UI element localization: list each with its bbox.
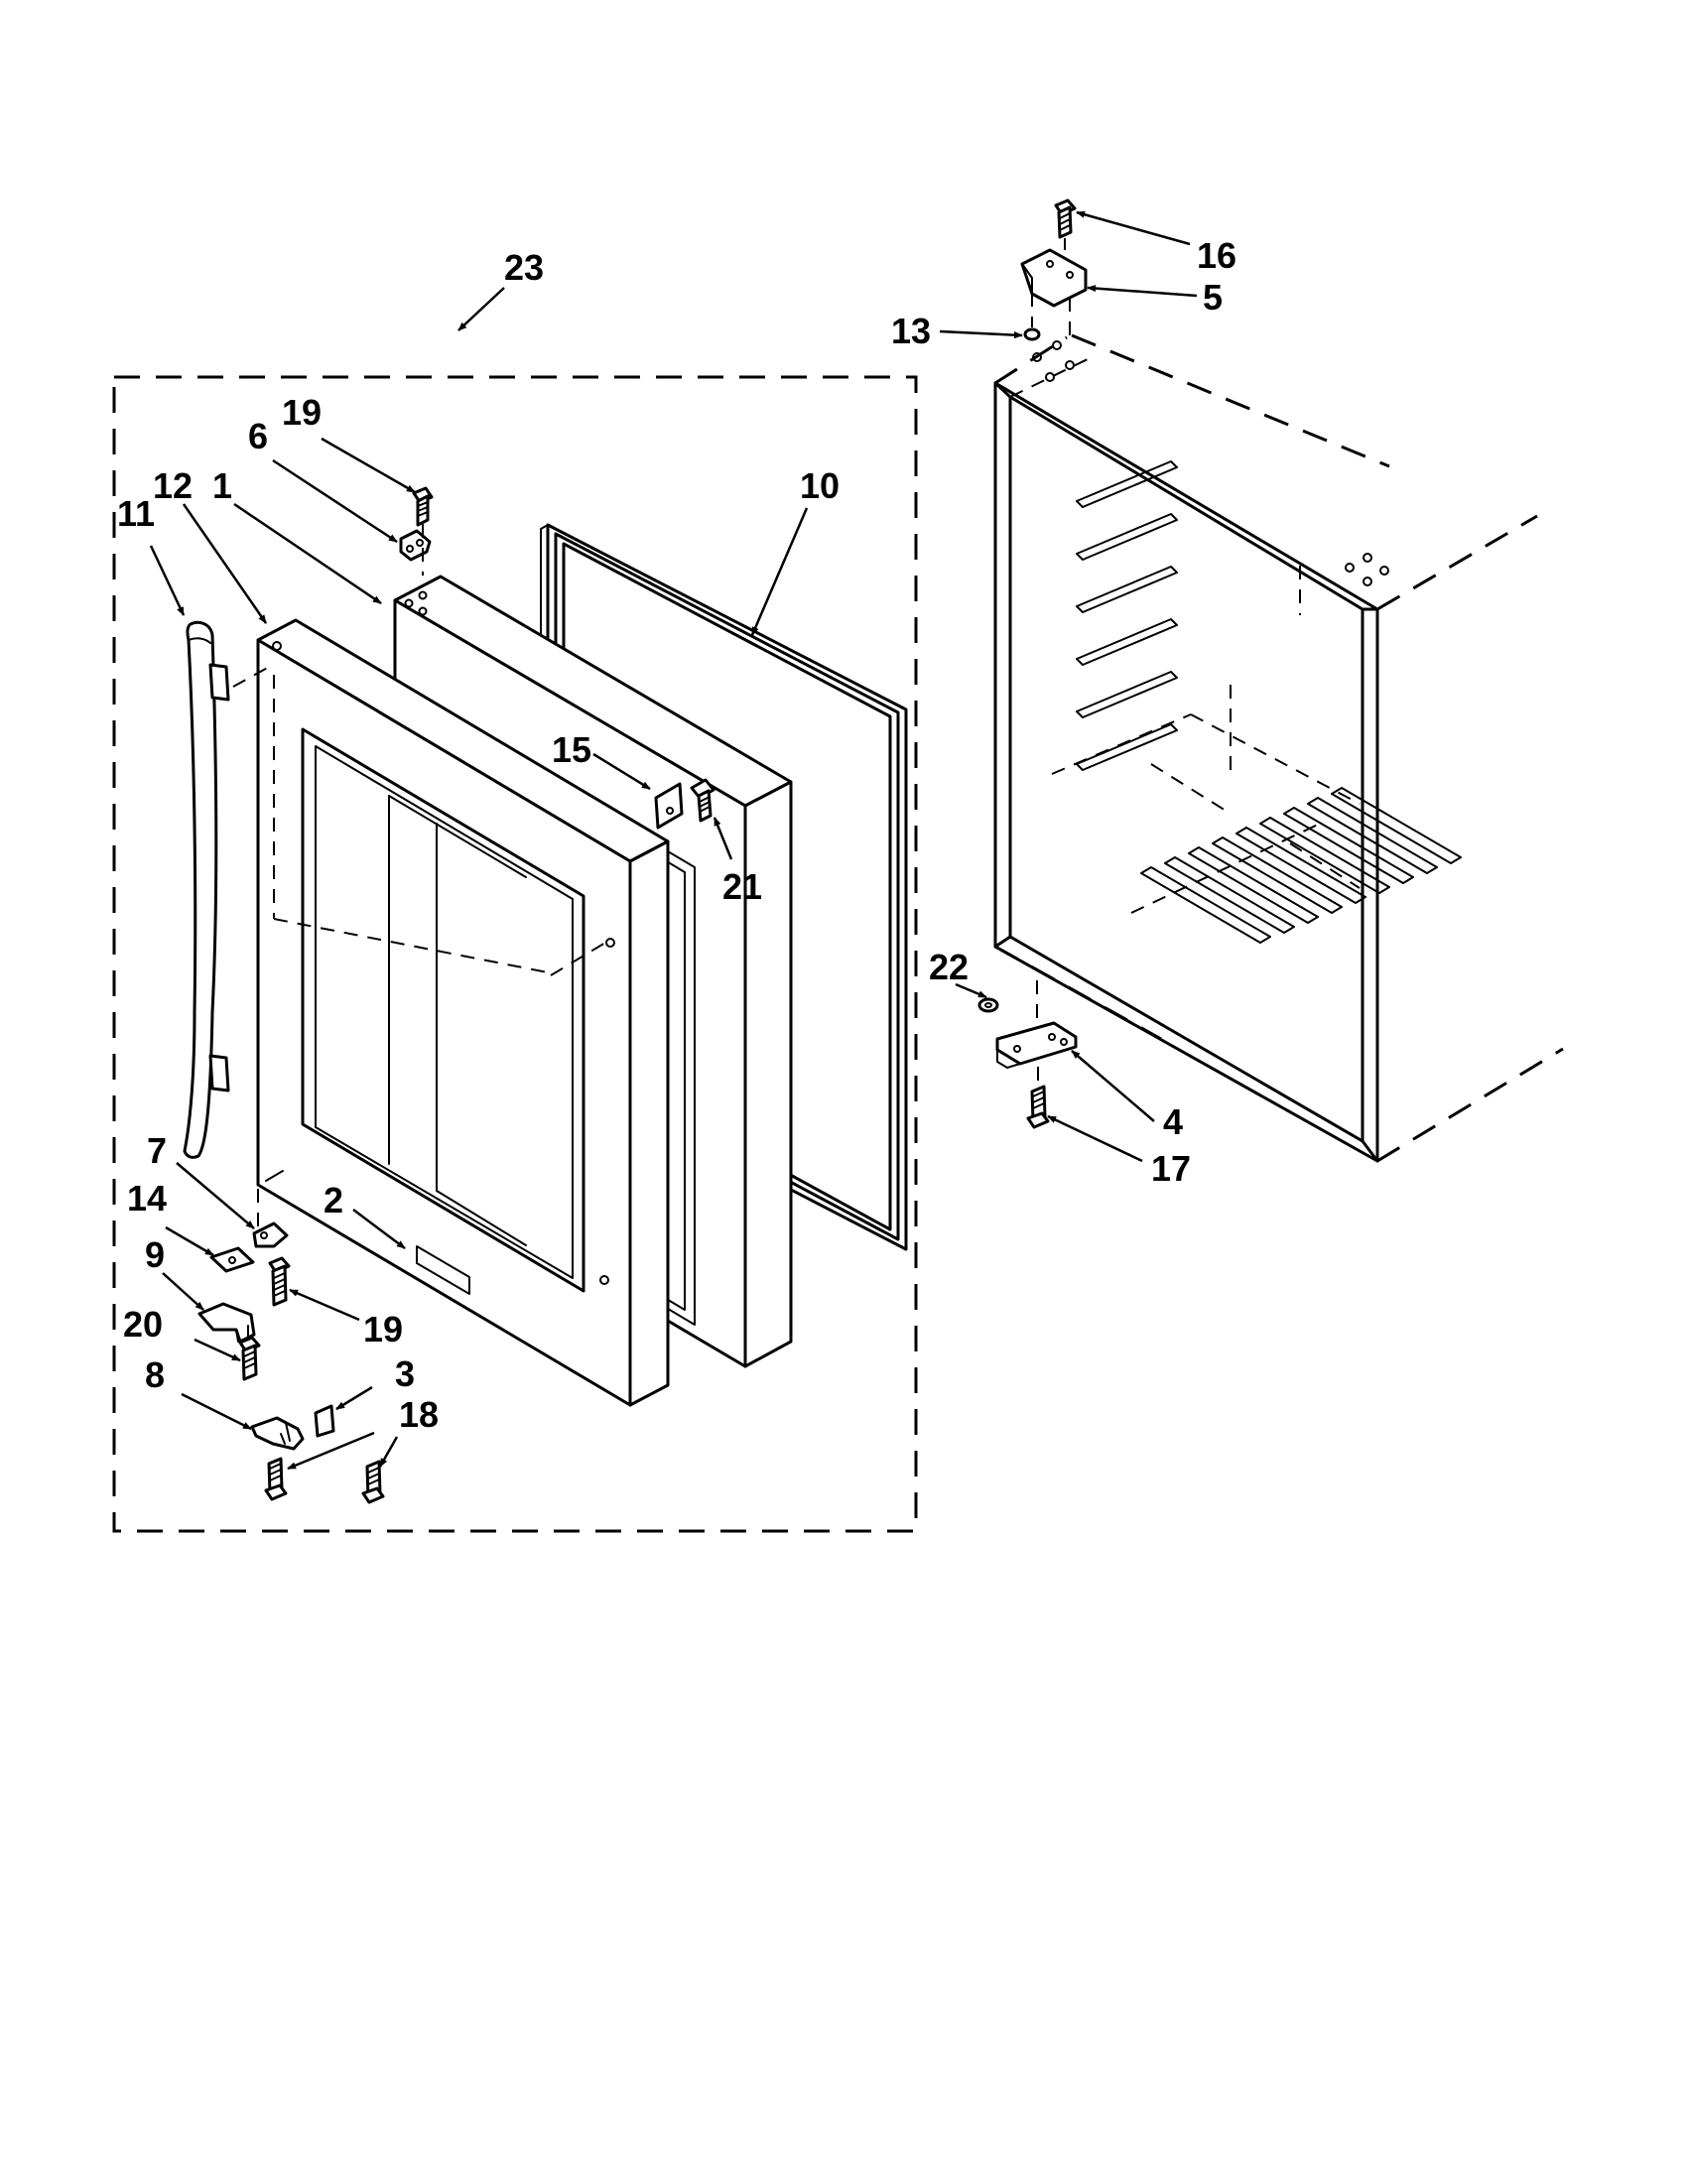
grille-slot — [1259, 817, 1390, 894]
door-handle — [183, 620, 230, 1159]
callout-14: 14 — [127, 1178, 167, 1219]
callout-23: 23 — [504, 247, 544, 288]
vent-slot — [1076, 671, 1178, 718]
cabinet — [993, 333, 1564, 1163]
door-stop — [654, 782, 684, 830]
grille-slot — [1188, 846, 1319, 924]
callout-1: 1 — [212, 465, 232, 506]
hinge-cover — [314, 1404, 335, 1438]
callout-5: 5 — [1203, 277, 1223, 318]
grille-slot — [1283, 807, 1414, 884]
callout-11: 11 — [117, 493, 155, 534]
spare-screw-18 — [361, 1460, 385, 1504]
callout-10: 10 — [800, 465, 840, 506]
vent-slot — [1076, 618, 1178, 666]
rating-label — [416, 1245, 470, 1295]
callout-3: 3 — [395, 1353, 415, 1394]
outer-door-panel — [256, 618, 670, 1407]
hinge-bracket-screw-19 — [268, 1256, 291, 1307]
vent-slot — [1076, 460, 1178, 508]
bottom-cabinet-screw — [1026, 1085, 1050, 1129]
callout-4: 4 — [1163, 1101, 1183, 1142]
callout-labels: 23 16 5 13 19 6 12 1 11 10 15 21 22 4 17… — [117, 235, 1236, 1435]
callout-17: 17 — [1151, 1148, 1191, 1189]
callout-21: 21 — [722, 866, 762, 907]
bottom-hinge-washer — [977, 997, 999, 1013]
door-stop-screw — [690, 778, 715, 823]
callout-7: 7 — [147, 1130, 167, 1171]
callout-8: 8 — [145, 1354, 165, 1395]
grille-slot — [1331, 787, 1462, 864]
lower-bracket-screw-18 — [264, 1457, 288, 1501]
top-hinge-screw — [412, 486, 434, 527]
callout-16: 16 — [1197, 235, 1236, 276]
grille-slot — [1164, 856, 1295, 934]
grille-slot — [1307, 797, 1438, 874]
bottom-cabinet-hinge — [995, 1021, 1078, 1069]
callout-15: 15 — [552, 729, 591, 770]
callout-6: 6 — [248, 416, 268, 456]
door-assembly-box — [112, 375, 918, 1533]
callout-13: 13 — [891, 311, 931, 351]
cabinet-vents — [1076, 460, 1178, 771]
top-cabinet-screw — [1054, 198, 1077, 239]
callout-9: 9 — [145, 1234, 165, 1275]
grille-slot — [1140, 866, 1271, 944]
callout-18: 18 — [399, 1394, 439, 1435]
grille-slot — [1235, 827, 1366, 904]
callout-19-bottom: 19 — [363, 1309, 403, 1349]
grille-slot — [1212, 836, 1343, 914]
hinge-pin-screw-20 — [238, 1336, 261, 1381]
hinge-spacer — [209, 1246, 255, 1273]
callout-2: 2 — [324, 1180, 343, 1220]
bottom-door-hinge — [252, 1221, 289, 1248]
cabinet-floor-grille — [1140, 787, 1462, 944]
vent-slot — [1076, 513, 1178, 561]
callout-20: 20 — [123, 1304, 163, 1345]
top-hinge-washer — [1023, 327, 1041, 341]
leader-lines — [149, 210, 1198, 1471]
vent-slot — [1076, 723, 1178, 771]
hinge-pin-bracket — [197, 1302, 256, 1344]
top-cabinet-hinge — [1020, 248, 1088, 308]
vent-slot — [1076, 566, 1178, 613]
callout-19-top: 19 — [282, 392, 322, 433]
lower-hinge-bracket — [250, 1416, 305, 1451]
callout-12: 12 — [153, 465, 193, 506]
callout-22: 22 — [929, 947, 969, 987]
top-door-hinge — [399, 529, 432, 562]
